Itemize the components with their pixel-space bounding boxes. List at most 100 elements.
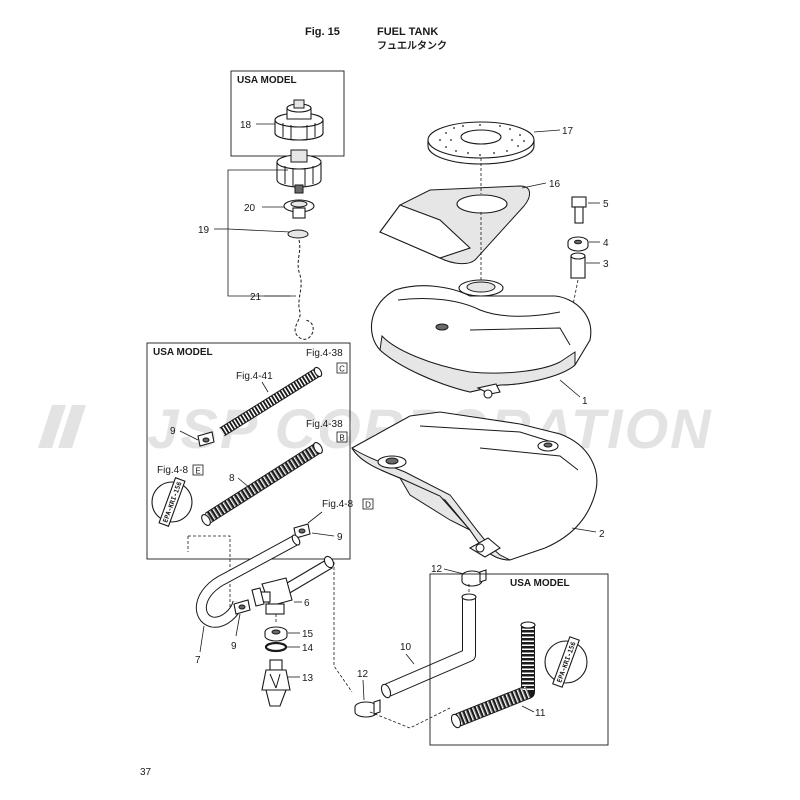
hose-clip-part — [233, 599, 251, 615]
washer-part — [567, 236, 589, 252]
ref-letter-box-b — [336, 431, 348, 443]
callout-4: 4 — [603, 238, 609, 249]
fuel-cock-part — [251, 555, 335, 615]
ref-fig-4-8-lower: Fig.4-8 — [322, 499, 354, 510]
leader-9-upper — [179, 430, 199, 441]
dashed-link-bottom — [369, 707, 451, 729]
bracket-19-mid — [227, 228, 291, 233]
usa-model-box-cap: USA MODEL — [230, 70, 345, 157]
ref-letter-box-e — [192, 464, 204, 476]
tank-hose-part — [380, 593, 477, 699]
usa-model-box-breather: USA MODEL Fig.4-38 C Fig.4-41 Fig.4-38 B… — [146, 342, 351, 560]
leader-12-lower — [362, 679, 365, 701]
callout-13: 13 — [302, 673, 314, 684]
leader-1 — [559, 379, 581, 398]
bolt-part — [571, 196, 587, 224]
tank-cover-part — [351, 411, 598, 561]
callout-12-upper: 12 — [431, 564, 443, 575]
o-ring-part — [264, 641, 288, 653]
filter-pad-part — [427, 121, 535, 165]
leader-2 — [571, 527, 597, 533]
callout-3: 3 — [603, 259, 609, 270]
ref-fig-4-38-lower: Fig.4-38 — [306, 419, 343, 430]
fuel-cap-usa-part — [274, 99, 324, 141]
callout-11: 11 — [535, 708, 546, 719]
callout-14: 14 — [302, 643, 314, 654]
cap-clip-part — [287, 229, 309, 239]
leader-7 — [199, 625, 205, 653]
collar-part — [570, 252, 586, 279]
ref-fig-4-41: Fig.4-41 — [236, 371, 273, 382]
model-box-frame — [429, 573, 609, 746]
alignment-line-bolt — [569, 279, 579, 321]
callout-10: 10 — [400, 642, 412, 653]
callout-19: 19 — [198, 225, 210, 236]
callout-17: 17 — [562, 126, 574, 137]
callout-15: 15 — [302, 629, 314, 640]
ref-letter-d: D — [365, 501, 371, 510]
callout-9-lower: 9 — [231, 641, 237, 652]
cock-washer-part — [264, 626, 288, 642]
hose-clamp-part — [354, 699, 381, 718]
callout-1: 1 — [582, 396, 588, 407]
figure-number: Fig. 15 — [305, 26, 340, 38]
leader-11 — [521, 705, 535, 713]
callout-16: 16 — [549, 179, 561, 190]
callout-6: 6 — [304, 598, 310, 609]
model-box-label: USA MODEL — [510, 578, 570, 589]
dashed-link-clip — [333, 562, 353, 693]
callout-5: 5 — [603, 199, 609, 210]
bracket-19 — [227, 169, 296, 297]
hose-clamp-part — [461, 569, 487, 587]
fuel-tank-part — [370, 279, 592, 399]
leader-8 — [237, 477, 251, 489]
cap-gasket-part — [283, 199, 315, 219]
ref-letter-e: E — [195, 467, 200, 476]
fuel-cap-part — [276, 149, 322, 194]
ref-fig-4-8-upper: Fig.4-8 — [157, 465, 189, 476]
dashed-link-left — [188, 535, 231, 612]
callout-9-upper: 9 — [170, 426, 176, 437]
callout-8: 8 — [229, 473, 235, 484]
ref-letter-box-c — [336, 362, 348, 374]
leader-10 — [405, 653, 415, 665]
callout-9-right: 9 — [337, 532, 343, 543]
usa-model-box-fuel-hose: USA MODEL EPA-KRI-156 — [429, 573, 609, 746]
callout-2: 2 — [599, 529, 605, 540]
leader-9-right — [311, 532, 335, 537]
model-box-label: USA MODEL — [153, 347, 213, 358]
ref-letter-box-d — [362, 498, 374, 510]
fuel-tank-gasket-part — [379, 185, 530, 265]
leader-fig-4-41 — [261, 381, 269, 393]
model-box-frame — [146, 342, 351, 560]
leader-12-upper — [443, 568, 465, 575]
callout-18: 18 — [240, 120, 252, 131]
cap-strap-chain-part — [294, 239, 314, 340]
epa-stamp-upper: EPA-KRI-156 — [151, 477, 193, 527]
callout-numbers: 17 16 5 4 3 1 2 18 20 19 21 9 8 9 6 15 1… — [170, 120, 609, 719]
leader-9-lower — [235, 613, 241, 637]
callout-7: 7 — [195, 655, 201, 666]
epa-stamp-lower: EPA-KRI-156 — [544, 636, 588, 688]
leader-17 — [533, 129, 561, 133]
fuel-strainer-part — [261, 659, 291, 707]
callout-12-lower: 12 — [357, 669, 369, 680]
ref-fig-4-38-upper: Fig.4-38 — [306, 348, 343, 359]
figure-title-japanese: フュエルタンク — [377, 40, 447, 52]
leader-16 — [521, 182, 547, 189]
ref-letter-c: C — [339, 365, 345, 374]
hose-clip-part — [293, 523, 311, 539]
fuel-hose-part — [195, 534, 301, 628]
leader-fig-4-8-d — [307, 511, 323, 524]
fuel-hose-usa-part — [450, 621, 536, 729]
ref-letter-b: B — [339, 434, 344, 443]
page-number: 37 — [140, 767, 152, 778]
watermark-stripes — [38, 405, 86, 448]
model-box-label: USA MODEL — [237, 75, 297, 86]
callout-20: 20 — [244, 203, 256, 214]
charcoal-hose-part — [201, 442, 323, 526]
callout-21: 21 — [250, 292, 262, 303]
breather-hose-usa-part — [219, 366, 323, 437]
